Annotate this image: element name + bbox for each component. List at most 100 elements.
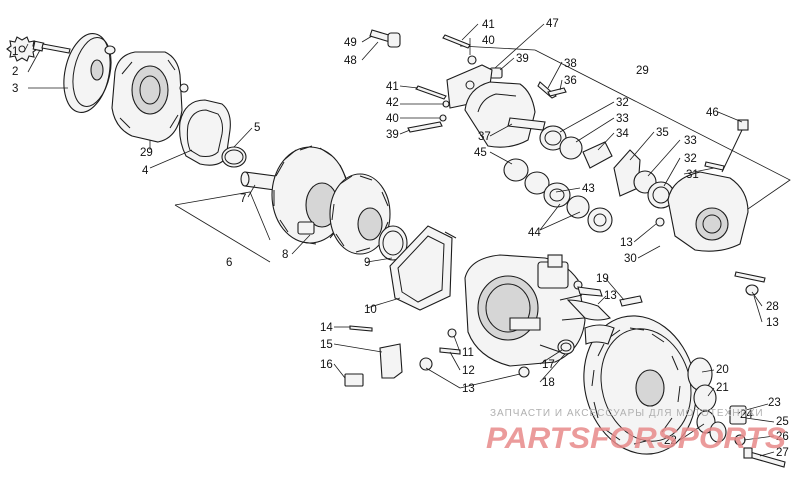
- bearing-44: [566, 195, 590, 219]
- nut-13-left: [419, 357, 433, 371]
- callout-6: 6: [226, 257, 232, 269]
- bolt-head-27: [743, 447, 753, 459]
- callout-29-right: 29: [636, 65, 649, 77]
- input-shaft: [244, 171, 276, 191]
- callout-13-lower-right: 13: [766, 317, 779, 329]
- nut-13-lower: [745, 284, 759, 296]
- callout-1: 1: [12, 46, 18, 58]
- clutch-bolt: [32, 40, 71, 54]
- bolt-28: [734, 271, 766, 283]
- callout-35: 35: [656, 127, 669, 139]
- callout-13-shift: 13: [604, 290, 617, 302]
- callout-23: 23: [768, 397, 781, 409]
- callout-48: 48: [344, 55, 357, 67]
- callout-labels: 1 2 3 29 4 5 7 6 8 9 10 49 48 41 40 47 3…: [12, 18, 789, 459]
- callout-18: 18: [542, 377, 555, 389]
- bearing-43b: [543, 182, 571, 208]
- callout-36: 36: [564, 75, 577, 87]
- finned-rotor: [271, 145, 391, 255]
- sensor: [577, 286, 603, 297]
- bolt-41: [442, 34, 471, 49]
- callout-30: 30: [624, 253, 637, 265]
- fixed-sheave: [63, 33, 116, 113]
- watermark: ЗАПЧАСТИ И АКСЕССУАРЫ ДЛЯ МОТОТЕХНИКИ PA…: [486, 408, 786, 455]
- callout-39-top: 39: [516, 53, 529, 65]
- callout-37: 37: [478, 131, 491, 143]
- bearing-43a: [524, 171, 550, 195]
- upper-case-parts: [369, 29, 766, 296]
- bolt-12: [439, 347, 461, 355]
- seal-33a: [559, 136, 583, 160]
- callout-43: 43: [582, 183, 595, 195]
- callout-33-a: 33: [616, 113, 629, 125]
- bushing-49: [387, 32, 401, 48]
- leader-lines: [23, 23, 775, 457]
- callout-47: 47: [546, 18, 559, 30]
- callout-19: 19: [596, 273, 609, 285]
- case-left-half: [464, 81, 536, 148]
- nut-13-mid: [518, 366, 530, 378]
- callout-15: 15: [320, 339, 333, 351]
- callout-44: 44: [528, 227, 541, 239]
- bolt-14: [349, 325, 373, 332]
- spider-nut: [6, 36, 38, 62]
- sensor-46: [737, 119, 749, 131]
- callout-5: 5: [254, 122, 260, 134]
- callout-13-case: 13: [620, 237, 633, 249]
- callout-26: 26: [776, 431, 789, 443]
- callout-28: 28: [766, 301, 779, 313]
- mount-bracket-parts: [344, 295, 643, 387]
- drum-ring: [378, 225, 408, 261]
- callout-16: 16: [320, 359, 333, 371]
- callout-25: 25: [776, 416, 789, 428]
- callout-41-mid: 41: [386, 81, 399, 93]
- washer-40: [467, 55, 477, 65]
- callout-13-bottom: 13: [462, 383, 475, 395]
- pad-34: [582, 141, 613, 169]
- driven-clutch-assembly: [240, 145, 457, 311]
- callout-41-top: 41: [482, 19, 495, 31]
- callout-46: 46: [706, 107, 719, 119]
- callout-2: 2: [12, 66, 18, 78]
- clutch-housing: [111, 51, 189, 143]
- washer-40b: [439, 114, 447, 122]
- gasket: [389, 225, 453, 311]
- driven-clutch-right: [583, 315, 786, 468]
- callout-40-mid: 40: [386, 113, 399, 125]
- o-ring: [221, 146, 247, 168]
- group-bracket-6-lower: [174, 204, 271, 263]
- callout-33-b: 33: [684, 135, 697, 147]
- bracket-15: [379, 343, 403, 379]
- callout-17: 17: [542, 359, 555, 371]
- snap-ring-45: [503, 158, 529, 182]
- cover-plate: [179, 99, 231, 166]
- callout-38: 38: [564, 58, 577, 70]
- callout-34: 34: [616, 128, 629, 140]
- ring-17: [557, 339, 575, 355]
- callout-8: 8: [282, 249, 288, 261]
- watermark-caption: ЗАПЧАСТИ И АКСЕССУАРЫ ДЛЯ МОТОТЕХНИКИ: [490, 408, 764, 419]
- pad-16: [344, 373, 364, 387]
- gearbox-housing: [464, 254, 586, 367]
- callout-22: 22: [664, 435, 677, 447]
- callout-14: 14: [320, 322, 333, 334]
- pin-36: [547, 87, 567, 97]
- callout-21: 21: [716, 382, 729, 394]
- drive-clutch-group: [6, 33, 247, 168]
- callout-32-b: 32: [684, 153, 697, 165]
- callout-12: 12: [462, 365, 475, 377]
- cap-24: [729, 405, 747, 425]
- callout-32-a: 32: [616, 97, 629, 109]
- callout-31: 31: [686, 169, 699, 181]
- washer-22b: [709, 421, 727, 443]
- callout-3: 3: [12, 83, 18, 95]
- plug-31: [704, 161, 725, 171]
- group-bracket-6: [174, 191, 271, 241]
- callout-20: 20: [716, 364, 729, 376]
- callout-10: 10: [364, 304, 377, 316]
- bolt-41b: [415, 85, 447, 100]
- seal-44b: [587, 207, 613, 233]
- pin-19: [619, 295, 643, 307]
